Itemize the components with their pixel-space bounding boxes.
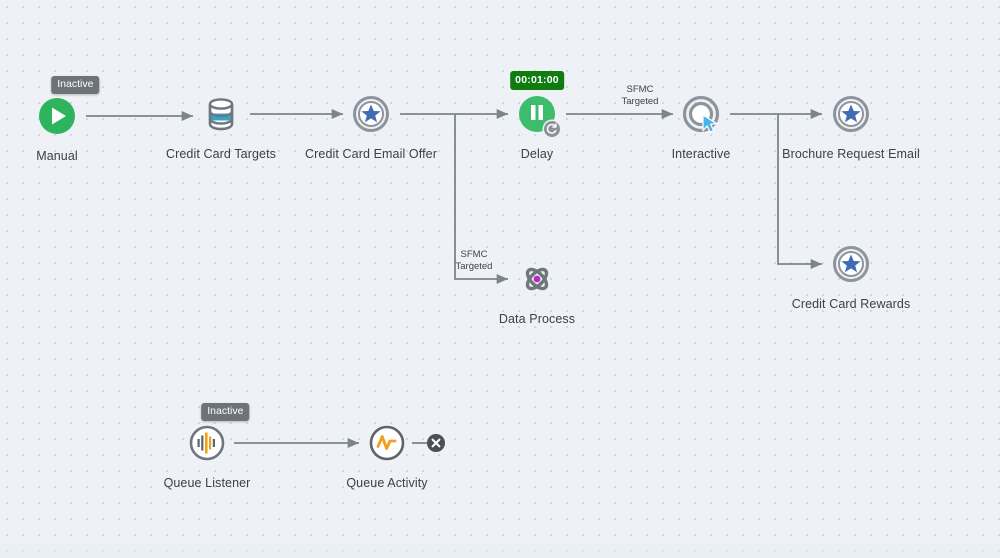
wire-email-offer-to-data-process[interactable] <box>454 114 508 285</box>
status-badge-inactive: Inactive <box>51 76 100 94</box>
activity-wave-icon[interactable] <box>363 419 411 467</box>
node-label: Interactive <box>671 147 731 161</box>
node-brochure-request-email[interactable]: Brochure Request Email <box>751 90 951 162</box>
node-delay[interactable]: 00:01:00 Delay <box>477 71 597 162</box>
pause-circle-icon[interactable]: 00:01:00 <box>510 71 564 138</box>
node-label: Credit Card Rewards <box>791 297 911 311</box>
node-label: Queue Listener <box>163 476 251 490</box>
edge-label-interactive: SFMC Targeted <box>600 84 680 107</box>
close-icon <box>431 438 441 448</box>
node-credit-card-rewards[interactable]: Credit Card Rewards <box>751 240 951 312</box>
status-badge-inactive: Inactive <box>201 403 250 421</box>
node-credit-card-email-offer[interactable]: Credit Card Email Offer <box>271 90 471 162</box>
edge-label-line2: Targeted <box>455 260 493 272</box>
refresh-icon[interactable] <box>544 121 560 137</box>
journey-end-marker[interactable] <box>427 434 445 452</box>
node-label: Queue Activity <box>346 476 428 490</box>
node-label: Brochure Request Email <box>782 147 920 161</box>
wire-interactive-to-rewards[interactable] <box>777 114 822 270</box>
delay-timer-badge: 00:01:00 <box>510 71 564 90</box>
node-data-process[interactable]: Data Process <box>477 255 597 327</box>
edge-label-line1: SFMC <box>460 249 488 260</box>
node-label: Data Process <box>498 312 576 326</box>
queue-bars-icon[interactable]: Inactive <box>183 403 250 467</box>
edge-label-data-process: SFMC Targeted <box>434 249 514 272</box>
node-label: Manual <box>36 149 78 163</box>
node-interactive[interactable]: Interactive <box>641 90 761 162</box>
canvas-bottom-band <box>0 544 1000 558</box>
email-star-icon[interactable] <box>827 240 875 288</box>
node-label: Credit Card Targets <box>165 147 277 161</box>
email-star-icon[interactable] <box>347 90 395 138</box>
node-label: Delay <box>520 147 554 161</box>
node-credit-card-targets[interactable]: Credit Card Targets <box>161 90 281 162</box>
play-circle-icon[interactable]: Inactive <box>33 76 100 140</box>
interactive-cursor-icon[interactable] <box>677 90 725 138</box>
email-star-icon[interactable] <box>827 90 875 138</box>
database-icon[interactable] <box>197 90 245 138</box>
node-queue-activity[interactable]: Queue Activity <box>327 419 447 491</box>
edge-label-line2: Targeted <box>621 95 659 107</box>
node-queue-listener[interactable]: Inactive Queue Listener <box>147 403 267 491</box>
node-manual[interactable]: Inactive Manual <box>0 76 117 164</box>
atom-icon[interactable] <box>513 255 561 303</box>
edge-label-line1: SFMC <box>626 84 654 95</box>
node-label: Credit Card Email Offer <box>305 147 437 161</box>
